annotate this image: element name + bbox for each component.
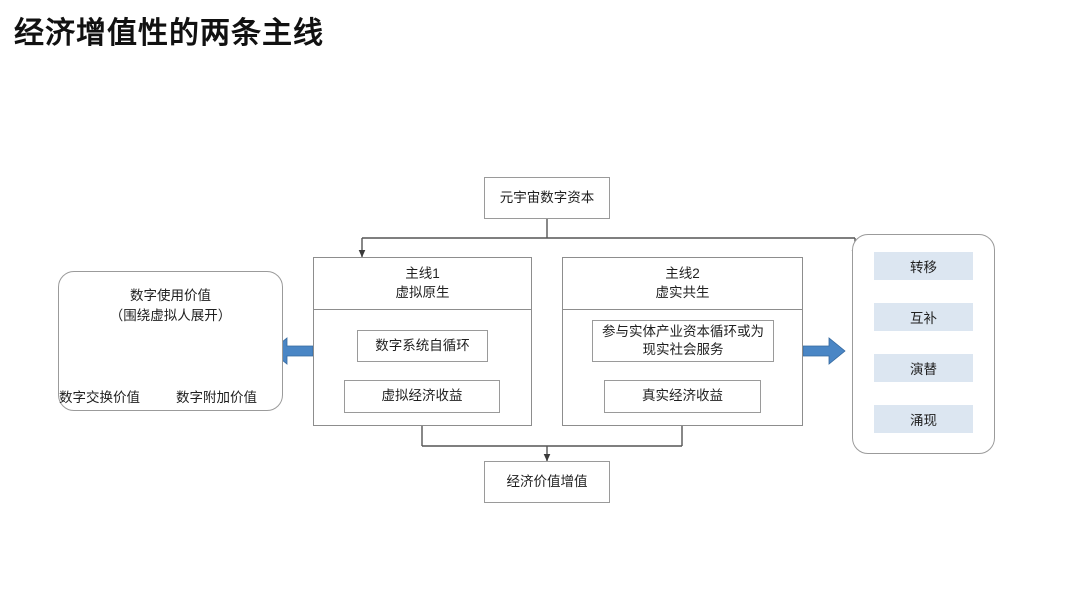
mainline-1-step-1[interactable]: 数字系统自循环	[357, 330, 488, 362]
mainline-2-step-2[interactable]: 真实经济收益	[604, 380, 761, 413]
digital-value-heading: 数字使用价值 （围绕虚拟人展开）	[59, 286, 282, 327]
stage-bar-3[interactable]: 演替	[874, 354, 973, 382]
mainline-2-step-1-label: 参与实体产业资本循环或为现实社会服务	[602, 323, 764, 357]
stage-bar-1[interactable]: 转移	[874, 252, 973, 280]
connector-merge-result	[421, 426, 683, 462]
mainline-1-title: 主线1	[405, 265, 440, 281]
blue-arrow-right	[802, 337, 846, 365]
mainline-2-header: 主线2 虚实共生	[563, 258, 802, 310]
stage-bar-2-label: 互补	[910, 311, 937, 326]
stage-bar-4-label: 涌现	[910, 413, 937, 428]
page-title: 经济增值性的两条主线	[14, 17, 324, 50]
node-result[interactable]: 经济价值增值	[484, 461, 610, 503]
mainline-2-title: 主线2	[665, 265, 700, 281]
mainline-1-step-1-label: 数字系统自循环	[375, 337, 470, 353]
node-result-label: 经济价值增值	[506, 473, 588, 489]
mainline-1-subtitle: 虚拟原生	[395, 284, 450, 300]
vertex-exchange-label: 数字交换价值	[59, 390, 140, 405]
mainline-2-subtitle: 虚实共生	[655, 284, 710, 300]
mainline-2-step-1[interactable]: 参与实体产业资本循环或为现实社会服务	[592, 320, 774, 362]
digital-value-heading-line2: （围绕虚拟人展开）	[109, 308, 232, 324]
connector-source-split	[358, 219, 859, 258]
node-source-label: 元宇宙数字资本	[499, 189, 595, 205]
stage-bar-3-label: 演替	[910, 362, 937, 377]
stage-bar-1-label: 转移	[910, 260, 937, 275]
mainline-1-step-2-label: 虚拟经济收益	[381, 388, 463, 404]
digital-value-card[interactable]: 数字使用价值 （围绕虚拟人展开）	[58, 271, 283, 411]
stage-bar-2[interactable]: 互补	[874, 303, 973, 331]
stage-bar-4[interactable]: 涌现	[874, 405, 973, 433]
vertex-added-label: 数字附加价值	[176, 390, 257, 405]
mainline-1-header: 主线1 虚拟原生	[314, 258, 531, 310]
mainline-2-step-2-label: 真实经济收益	[642, 388, 723, 404]
mainline-1-step-2[interactable]: 虚拟经济收益	[344, 380, 500, 413]
node-source[interactable]: 元宇宙数字资本	[484, 177, 610, 219]
digital-value-heading-line1: 数字使用价值	[130, 288, 211, 303]
